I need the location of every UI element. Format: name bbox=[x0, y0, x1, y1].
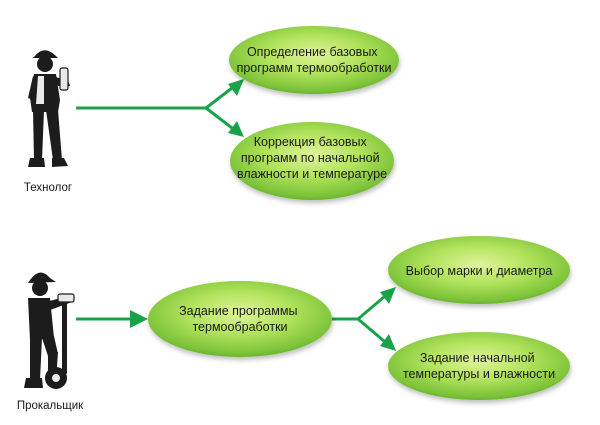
node-line: Выбор марки и диаметра bbox=[406, 264, 553, 278]
node-line: программ по начальной bbox=[241, 151, 380, 165]
svg-text:Коррекция базовых програ: Коррекция базовых программ по начальной … bbox=[237, 135, 387, 181]
node-correct-programs: Коррекция базовых программ по начальной … bbox=[230, 122, 394, 200]
node-line: термообработки bbox=[192, 320, 287, 334]
node-set-program: Задание программы термообработки bbox=[148, 281, 332, 357]
arrowhead-icon bbox=[130, 310, 148, 328]
svg-text:Задание программы термоо: Задание программы термообработки bbox=[179, 304, 301, 334]
node-set-initial: Задание начальной температуры и влажност… bbox=[388, 332, 570, 400]
piercer-connector bbox=[76, 295, 385, 343]
piercer-figure-icon bbox=[24, 272, 75, 389]
node-line: Задание программы bbox=[179, 304, 297, 318]
svg-text:Задание начальной темпер: Задание начальной температуры и влажност… bbox=[403, 351, 555, 381]
node-choose-grade: Выбор марки и диаметра bbox=[388, 236, 570, 304]
node-line: программ термообработки bbox=[237, 61, 392, 75]
technologist-figure-icon bbox=[28, 50, 70, 167]
node-line: влажности и температуре bbox=[237, 167, 387, 181]
svg-text:Определение базовых прог: Определение базовых программ термообрабо… bbox=[237, 45, 392, 75]
actor-label-technologist: Технолог bbox=[24, 182, 72, 194]
actor-label-piercer: Прокальщик bbox=[17, 400, 84, 412]
node-line: Коррекция базовых bbox=[254, 135, 368, 149]
arrowhead-icon bbox=[380, 287, 396, 304]
technologist-connector bbox=[76, 86, 233, 130]
bottom-arrowheads bbox=[130, 287, 396, 351]
node-define-programs: Определение базовых программ термообрабо… bbox=[229, 26, 399, 94]
node-line: Задание начальной bbox=[420, 351, 535, 365]
arrowhead-icon bbox=[380, 334, 396, 351]
svg-text:Выбор марки и диаметра: Выбор марки и диаметра bbox=[406, 264, 553, 278]
arrowhead-icon bbox=[228, 121, 244, 137]
node-line: Определение базовых bbox=[247, 45, 378, 59]
node-line: температуры и влажности bbox=[403, 367, 555, 381]
top-arrowheads bbox=[228, 79, 244, 137]
arrowhead-icon bbox=[228, 79, 244, 96]
